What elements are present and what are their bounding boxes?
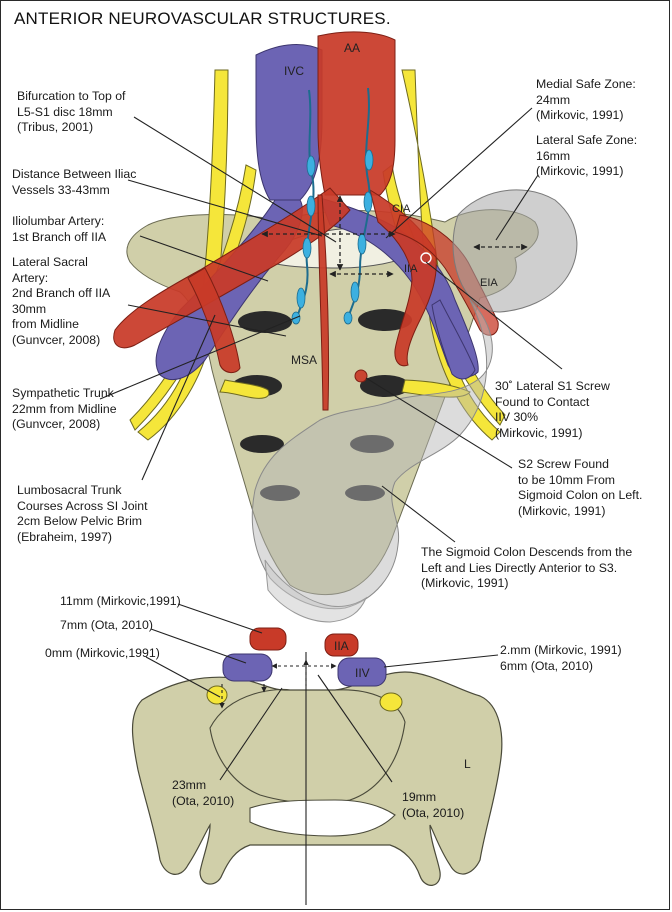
figure-title: ANTERIOR NEUROVASCULAR STRUCTURES. — [14, 9, 391, 28]
sympathetic-annotation: Sympathetic Trunk 22mm from Midline (Gun… — [12, 386, 117, 432]
s3-foramen-right — [240, 435, 284, 453]
s4-foramen-right — [260, 485, 300, 501]
safe-zone-marker — [420, 252, 432, 264]
s1-foramen-right — [238, 311, 292, 333]
eia-label: EIA — [480, 277, 498, 289]
right-iiv-section — [222, 653, 273, 682]
sigmoid-colon — [251, 189, 578, 623]
distance-19mm-annotation: 19mm (Ota, 2010) — [402, 790, 465, 820]
sympathetic-trunk — [291, 87, 374, 325]
iliac-distance-annotation: Distance Between Iliac Vessels 33-43mm — [12, 167, 137, 197]
s1-foramen-left — [358, 309, 412, 331]
lateral-safe-zone-annotation: Lateral Safe Zone: 16mm (Mirkovic, 1991) — [536, 133, 638, 179]
left-internal-iliac-vein — [431, 299, 476, 380]
abdominal-aorta — [317, 31, 396, 196]
axial-section: IIA IIV L — [131, 603, 503, 905]
distance-0mm-annotation: 0mm (Mirkovic,1991) — [45, 646, 160, 660]
s4-foramen-left — [345, 485, 385, 501]
iia-label: IIA — [404, 263, 418, 275]
iliolumbar-annotation: Iliolumbar Artery: 1st Branch off IIA — [12, 214, 107, 244]
leader-lines-top — [99, 107, 563, 543]
distance-7mm-annotation: 7mm (Ota, 2010) — [60, 618, 153, 632]
dimension-arrows-top — [261, 195, 528, 278]
medial-safe-zone-annotation: Medial Safe Zone: 24mm (Mirkovic, 1991) — [536, 77, 636, 123]
iiv-section-label: IIV — [355, 666, 370, 680]
left-l5-nerve-section — [379, 692, 403, 712]
cia-label: CIA — [392, 203, 411, 215]
bifurcation-annotation: Bifurcation to Top of L5-S1 disc 18mm (T… — [17, 89, 126, 135]
left-side-label: L — [464, 757, 471, 771]
sigmoid-annotation: The Sigmoid Colon Descends from the Left… — [421, 545, 633, 591]
ivc-label: IVC — [284, 64, 304, 78]
distance-2-6mm-annotation: 2.mm (Mirkovic, 1991) 6mm (Ota, 2010) — [500, 643, 622, 673]
msa-label: MSA — [291, 353, 317, 367]
right-iia-section — [249, 627, 287, 651]
sacral-section-bone — [131, 671, 503, 886]
s3-foramen-left — [350, 435, 394, 453]
left-iiv-section — [337, 657, 387, 687]
aa-label: AA — [344, 41, 360, 55]
vertebral-body-outline — [209, 688, 406, 804]
distance-11mm-annotation: 11mm (Mirkovic,1991) — [60, 594, 181, 608]
middle-sacral-artery — [317, 194, 330, 411]
iia-section-label: IIA — [334, 639, 349, 653]
sacral-canal — [249, 799, 396, 837]
s2-screw-annotation: S2 Screw Found to be 10mm From Sigmoid C… — [518, 457, 643, 518]
s2-foramen-left — [360, 375, 410, 397]
left-iia-section — [324, 633, 359, 657]
lumbosacral-annotation: Lumbosacral Trunk Courses Across SI Join… — [17, 483, 148, 544]
lateral-sacral-annotation: Lateral Sacral Artery: 2nd Branch off II… — [12, 255, 111, 347]
ivc — [255, 44, 323, 201]
distance-23mm-annotation: 23mm (Ota, 2010) — [172, 778, 235, 808]
s2-screw-point — [354, 369, 368, 383]
s1-screw-annotation: 30˚ Lateral S1 Screw Found to Contact II… — [495, 379, 610, 440]
